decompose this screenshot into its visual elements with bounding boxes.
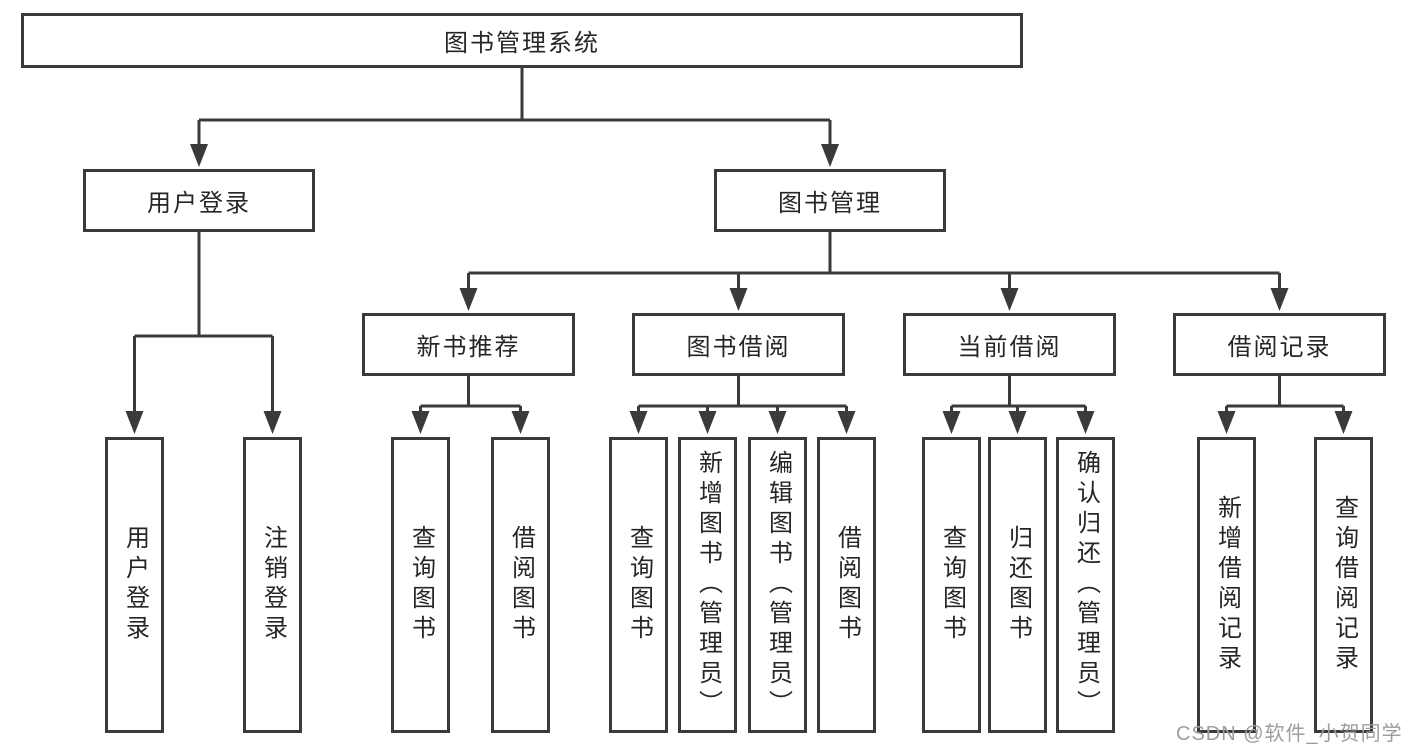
leaf-borrow-query-books: 查询图书 <box>609 437 668 733</box>
leaf-borrow-edit-books-admin: 编辑图书（管理员） <box>748 437 807 733</box>
csdn-watermark: CSDN @软件_小贺同学 <box>1176 723 1403 745</box>
leaf-borrow-borrow-books: 借阅图书 <box>817 437 876 733</box>
leaf-recommend-borrow-books: 借阅图书 <box>491 437 550 733</box>
leaf-current-query-books: 查询图书 <box>922 437 981 733</box>
node-library-system: 图书管理系统 <box>21 13 1023 68</box>
leaf-recommend-query-books: 查询图书 <box>391 437 450 733</box>
node-borrow-records: 借阅记录 <box>1173 313 1386 376</box>
leaf-borrow-add-books-admin: 新增图书（管理员） <box>678 437 737 733</box>
leaf-current-return-books: 归还图书 <box>988 437 1047 733</box>
leaf-current-confirm-return-admin: 确认归还（管理员） <box>1056 437 1115 733</box>
connector-lines <box>133 68 1345 412</box>
leaf-records-add-record: 新增借阅记录 <box>1197 437 1256 733</box>
leaf-user-login: 用户登录 <box>105 437 164 733</box>
node-book-borrow: 图书借阅 <box>632 313 845 376</box>
node-book-management: 图书管理 <box>714 169 946 232</box>
arrowheads <box>125 144 1353 434</box>
leaf-logout: 注销登录 <box>243 437 302 733</box>
leaf-records-query-record: 查询借阅记录 <box>1314 437 1373 733</box>
node-user-login: 用户登录 <box>83 169 315 232</box>
node-current-borrow: 当前借阅 <box>903 313 1116 376</box>
node-new-book-recommend: 新书推荐 <box>362 313 575 376</box>
